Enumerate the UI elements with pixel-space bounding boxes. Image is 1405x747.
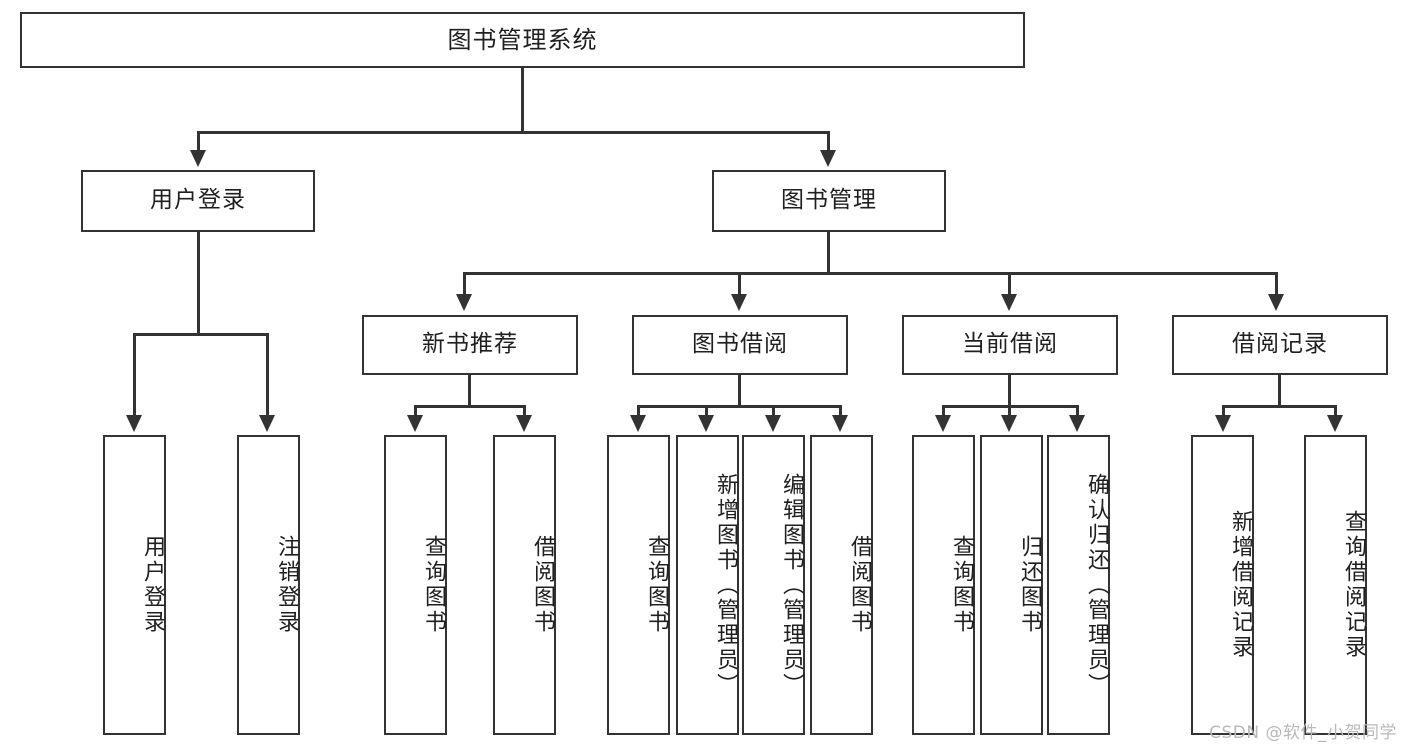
connector-user-login-stem xyxy=(197,232,200,335)
connector-level2-drop-left xyxy=(197,131,200,151)
leaf-records-query-record[interactable]: 查询借阅记录 xyxy=(1304,435,1367,735)
connector-borrow-drop-3 xyxy=(772,405,775,418)
connector-records-drop-1 xyxy=(1222,405,1225,418)
node-root-system[interactable]: 图书管理系统 xyxy=(20,12,1025,68)
connector-borrow-drop-2 xyxy=(705,405,708,418)
connector-borrow-drop-1 xyxy=(637,405,640,418)
node-new-book-recommend[interactable]: 新书推荐 xyxy=(362,315,578,375)
connector-recommend-stem xyxy=(468,375,471,407)
connector-records-bus xyxy=(1222,405,1337,408)
arrowhead-current-leaf-1 xyxy=(935,415,951,432)
connector-current-drop-3 xyxy=(1076,405,1079,418)
leaf-logout[interactable]: 注销登录 xyxy=(237,435,300,735)
arrowhead-to-borrow-records xyxy=(1268,294,1284,311)
connector-root-stem xyxy=(521,68,524,133)
leaf-records-add-record[interactable]: 新增借阅记录 xyxy=(1191,435,1254,735)
connector-book-management-stem xyxy=(827,232,830,274)
arrowhead-recommend-leaf-1 xyxy=(407,415,423,432)
connector-recommend-bus xyxy=(414,405,526,408)
leaf-user-login[interactable]: 用户登录 xyxy=(103,435,166,735)
leaf-borrow-query-books[interactable]: 查询图书 xyxy=(607,435,670,735)
connector-borrow-stem xyxy=(738,375,741,407)
connector-recommend-drop-2 xyxy=(523,405,526,418)
connector-level3-drop-1 xyxy=(463,272,466,296)
node-book-management[interactable]: 图书管理 xyxy=(712,170,946,232)
arrowhead-leaf-user-login xyxy=(126,415,142,432)
connector-level3-drop-2 xyxy=(738,272,741,296)
leaf-current-query-books[interactable]: 查询图书 xyxy=(912,435,975,735)
leaf-recommend-borrow-books[interactable]: 借阅图书 xyxy=(493,435,556,735)
connector-user-login-drop-1 xyxy=(133,333,136,418)
connector-current-stem xyxy=(1008,375,1011,407)
node-book-borrow[interactable]: 图书借阅 xyxy=(632,315,848,375)
leaf-current-return-books[interactable]: 归还图书 xyxy=(980,435,1043,735)
node-borrow-records[interactable]: 借阅记录 xyxy=(1172,315,1388,375)
arrowhead-to-new-book-recommend xyxy=(456,294,472,311)
arrowhead-records-leaf-2 xyxy=(1327,415,1343,432)
leaf-recommend-query-books[interactable]: 查询图书 xyxy=(384,435,447,735)
arrowhead-records-leaf-1 xyxy=(1215,415,1231,432)
arrowhead-recommend-leaf-2 xyxy=(516,415,532,432)
arrowhead-current-leaf-2 xyxy=(1001,415,1017,432)
arrowhead-borrow-leaf-1 xyxy=(630,415,646,432)
arrowhead-to-user-login xyxy=(190,150,206,167)
connector-level2-bus xyxy=(197,131,830,134)
leaf-borrow-edit-book-admin[interactable]: 编辑图书（管理员） xyxy=(742,435,805,735)
arrowhead-leaf-logout xyxy=(259,415,275,432)
csdn-watermark: CSDN @软件_小贺同学 xyxy=(1209,723,1397,743)
connector-records-drop-2 xyxy=(1334,405,1337,418)
arrowhead-borrow-leaf-4 xyxy=(832,415,848,432)
leaf-borrow-borrow-books[interactable]: 借阅图书 xyxy=(810,435,873,735)
connector-user-login-drop-2 xyxy=(266,333,269,418)
connector-user-login-bus xyxy=(133,333,269,336)
leaf-borrow-add-book-admin[interactable]: 新增图书（管理员） xyxy=(676,435,739,735)
arrowhead-to-book-management xyxy=(820,150,836,167)
node-current-borrow[interactable]: 当前借阅 xyxy=(902,315,1118,375)
connector-records-stem xyxy=(1278,375,1281,407)
connector-borrow-bus xyxy=(637,405,841,408)
connector-level3-drop-3 xyxy=(1008,272,1011,296)
connector-level2-drop-right xyxy=(827,131,830,151)
node-user-login[interactable]: 用户登录 xyxy=(81,170,315,232)
arrowhead-borrow-leaf-2 xyxy=(698,415,714,432)
arrowhead-current-leaf-3 xyxy=(1069,415,1085,432)
arrowhead-to-current-borrow xyxy=(1001,294,1017,311)
leaf-current-confirm-return-admin[interactable]: 确认归还（管理员） xyxy=(1047,435,1110,735)
connector-current-drop-2 xyxy=(1008,405,1011,418)
connector-recommend-drop-1 xyxy=(414,405,417,418)
connector-level3-drop-4 xyxy=(1275,272,1278,296)
arrowhead-borrow-leaf-3 xyxy=(765,415,781,432)
connector-current-drop-1 xyxy=(942,405,945,418)
connector-borrow-drop-4 xyxy=(839,405,842,418)
arrowhead-to-book-borrow xyxy=(731,294,747,311)
connector-level3-bus xyxy=(463,272,1278,275)
